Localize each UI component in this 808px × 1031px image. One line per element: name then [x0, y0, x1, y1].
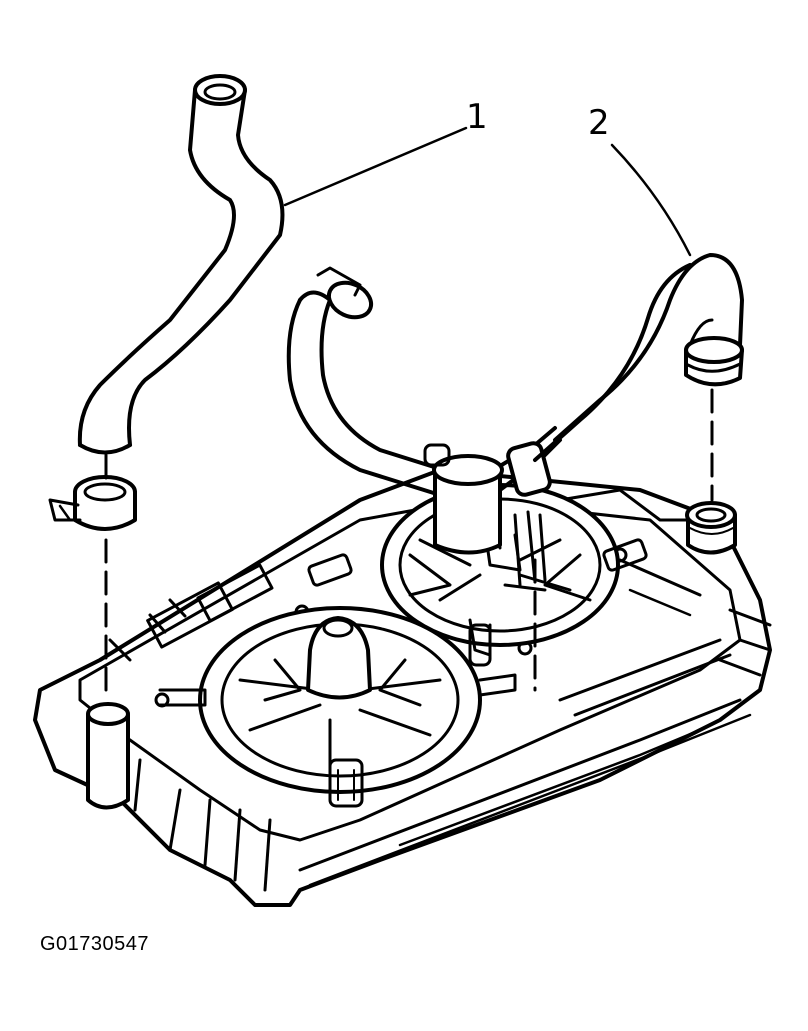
figure-id-label: G01730547: [40, 933, 150, 955]
left-inlet-neck: [86, 702, 130, 810]
right-outlet-neck: [685, 501, 737, 555]
alignment-lines: [104, 388, 714, 702]
leader-lines: [283, 126, 692, 257]
callout-2-label: 2: [588, 103, 610, 143]
hose-2: [533, 253, 744, 462]
center-hose: [286, 266, 562, 592]
hose-1: [77, 74, 285, 455]
front-fan: [158, 606, 517, 808]
hose-clamp: [48, 475, 137, 531]
callout-1-label: 1: [466, 97, 488, 137]
